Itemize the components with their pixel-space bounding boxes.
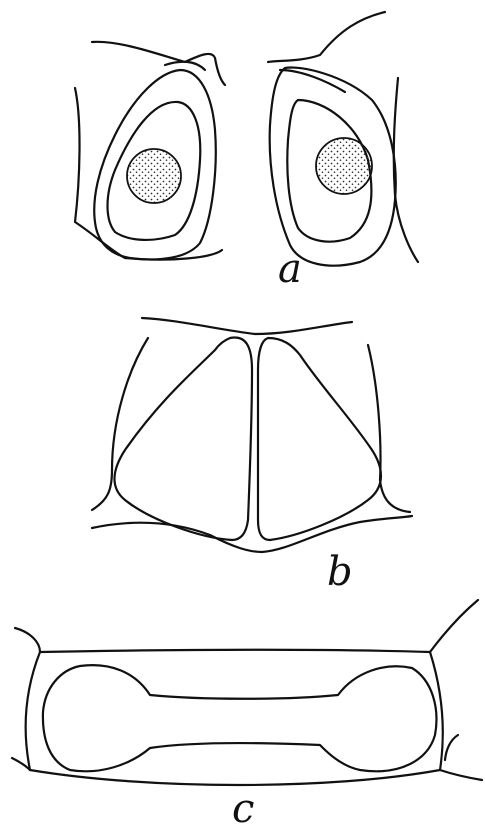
right-guard-cell — [268, 12, 418, 266]
top-left-wall-c — [15, 628, 40, 652]
nucleus-left — [127, 149, 181, 203]
panel-label-b: b — [327, 549, 353, 595]
left-wall-c — [26, 652, 40, 770]
top-wall-b — [142, 318, 352, 334]
guard-cell-b-right — [258, 338, 381, 540]
guard-cell-pair-c — [43, 665, 437, 771]
top-wall-c — [40, 650, 430, 652]
right-wall-b — [368, 345, 410, 512]
wall-fragment-c — [445, 735, 458, 760]
nucleus-right — [316, 138, 372, 194]
guard-cell-b-left — [114, 337, 252, 540]
left-wall-b — [92, 338, 148, 510]
panel-a: a — [75, 12, 418, 292]
panel-label-c: c — [232, 786, 254, 832]
top-right-wall-c — [430, 600, 478, 652]
panel-c: c — [12, 600, 482, 832]
bottom-right-wall-c — [440, 770, 482, 780]
left-guard-cell — [75, 42, 225, 260]
panel-label-a: a — [278, 246, 302, 292]
bottom-wall-b — [92, 516, 412, 552]
panel-b: b — [92, 318, 412, 595]
